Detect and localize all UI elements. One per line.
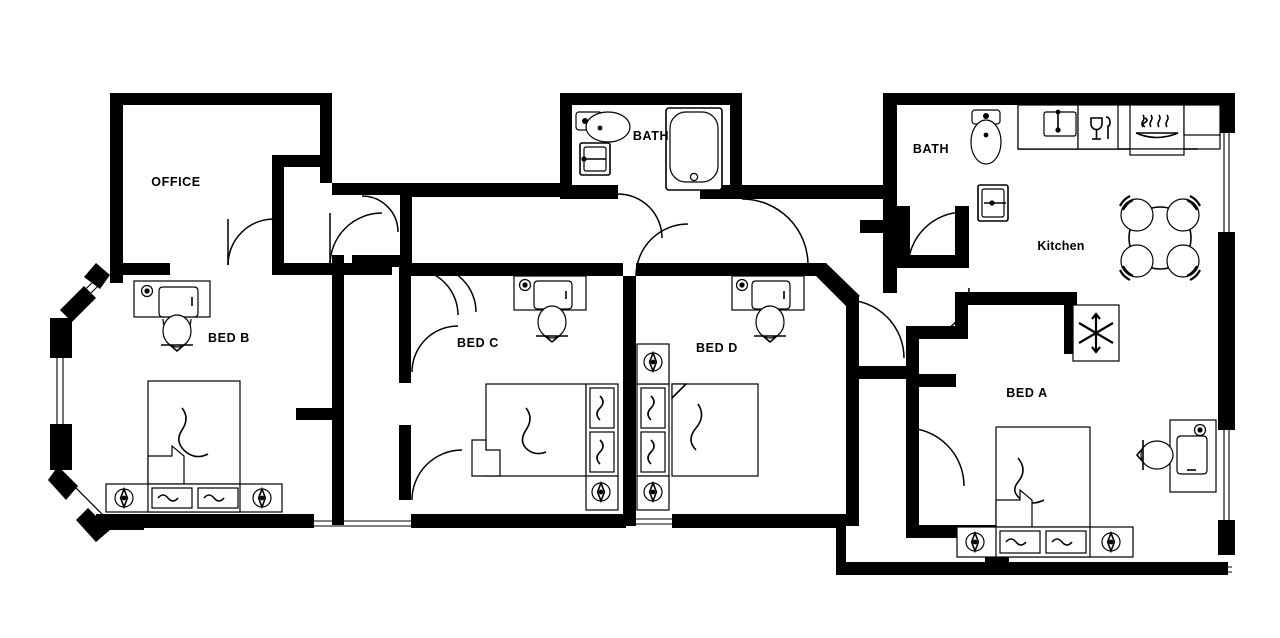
desk-chair [1140, 440, 1174, 470]
furniture-bed-a [956, 419, 1217, 558]
room-label-bed-d: BED D [696, 341, 738, 355]
room-label-bath-right: BATH [913, 142, 949, 156]
window-glazing [56, 132, 1232, 573]
desk-chair [755, 305, 785, 339]
furniture-bed-d [636, 275, 805, 511]
fixtures-bath-right [970, 109, 1009, 222]
room-label-kitchen: Kitchen [1037, 239, 1084, 253]
dishwasher-icon [1077, 104, 1119, 150]
stove-icon [1129, 104, 1185, 150]
furniture-bed-c [471, 275, 619, 511]
desk-chair [537, 305, 567, 339]
fixtures-bath-mid [575, 107, 723, 191]
nightstand-lamp [965, 530, 985, 554]
fixtures-kitchen [1017, 104, 1221, 362]
nightstand-lamp [252, 486, 272, 510]
door-swings [227, 193, 970, 501]
snowflake-icon [1078, 312, 1114, 354]
room-label-bed-c: BED C [457, 336, 499, 350]
dining-chair [1166, 244, 1201, 281]
nightstand-lamp [591, 480, 611, 504]
dining-chair [1119, 195, 1154, 232]
furniture-bed-b [105, 280, 283, 513]
nightstand-lamp [114, 486, 134, 510]
dining-chair [1119, 244, 1154, 281]
room-label-bed-b: BED B [208, 331, 250, 345]
dining-chair [1166, 195, 1201, 232]
round-dining-table [1119, 195, 1201, 281]
nightstand-lamp [643, 480, 663, 504]
room-label-bath-mid: BATH [633, 129, 669, 143]
wall-structure [48, 93, 1235, 575]
nightstand-lamp [1101, 530, 1121, 554]
bed-double [485, 383, 587, 477]
nightstand-lamp [643, 350, 663, 374]
bed-double [671, 383, 759, 477]
room-label-bed-a: BED A [1006, 386, 1047, 400]
room-label-office: OFFICE [151, 175, 200, 189]
room-labels: OFFICE BATH BATH Kitchen BED B BED C BED… [151, 129, 1084, 400]
